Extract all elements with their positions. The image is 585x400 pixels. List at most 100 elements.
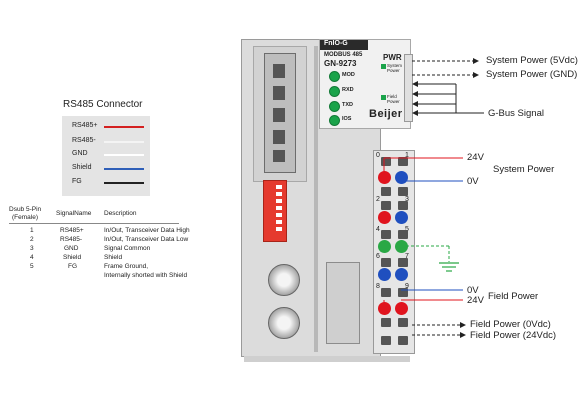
terminal-slot[interactable] [398, 230, 408, 239]
dsub-slot [273, 64, 285, 78]
terminal-slot[interactable] [381, 258, 391, 267]
table-cell-pin: 1 [30, 227, 34, 234]
terminal-number: 0 [376, 152, 380, 159]
terminal-slot[interactable] [381, 318, 391, 327]
label-system-power-gnd: System Power (GND) [486, 69, 578, 80]
dip-switch-lever[interactable] [276, 199, 282, 203]
terminal-number: 7 [405, 253, 409, 260]
module-label: FnIO-G MODBUS 485 GN-9273 PWR System Pow… [319, 39, 411, 129]
terminal-dot-blue [395, 211, 408, 224]
rotary-switch-lower[interactable] [268, 307, 300, 339]
beijer-logo: Beijer [369, 108, 403, 120]
terminal-number: 4 [376, 226, 380, 233]
legend-line-gnd [104, 154, 144, 156]
table-cell-signal: Shield [63, 254, 82, 261]
terminal-number: 8 [376, 283, 380, 290]
table-cell-desc: In/Out, Transceiver Data High [104, 227, 190, 234]
table-cell-pin: 5 [30, 263, 34, 270]
dip-switch-lever[interactable] [276, 192, 282, 196]
terminal-block [373, 150, 415, 354]
led-label-ios: IOS [342, 116, 352, 122]
label-field-power: Field Power [488, 291, 539, 302]
terminal-slot[interactable] [398, 258, 408, 267]
dip-switch-lever[interactable] [276, 220, 282, 224]
terminal-slot[interactable] [381, 230, 391, 239]
terminal-dot-red [395, 302, 408, 315]
model-line2: GN-9273 [324, 59, 357, 68]
terminal-slot[interactable] [381, 157, 391, 166]
led-label-rxd: RXD [342, 87, 354, 93]
label-0v-system: 0V [467, 176, 479, 187]
terminal-dot-green [395, 240, 408, 253]
center-column [314, 46, 318, 352]
led-label-txd: TXD [342, 102, 353, 108]
label-gbus: G-Bus Signal [488, 108, 544, 119]
terminal-slot[interactable] [381, 288, 391, 297]
dip-switch-lever[interactable] [276, 213, 282, 217]
terminal-number: 2 [376, 196, 380, 203]
legend-label-rs485-plus: RS485+ [72, 122, 98, 129]
dsub-slot [273, 150, 285, 162]
legend-line-rs485-minus [104, 141, 144, 143]
dsub-slot [273, 130, 285, 144]
dip-switch[interactable] [263, 180, 287, 242]
table-cell-signal: RS485+ [60, 227, 84, 234]
terminal-slot[interactable] [398, 318, 408, 327]
terminal-dot-red [378, 302, 391, 315]
terminal-number: 9 [405, 283, 409, 290]
label-0v-field: 0V [467, 285, 479, 296]
terminal-dot-red [378, 211, 391, 224]
led-txd [329, 101, 340, 112]
label-24v-system: 24V [467, 152, 484, 163]
table-cell-desc: In/Out, Transceiver Data Low [104, 236, 189, 243]
model-line1: MODBUS 485 [324, 52, 363, 58]
terminal-slot[interactable] [381, 201, 391, 210]
brand-badge [320, 40, 368, 50]
module-shadow-bottom [244, 356, 410, 362]
legend-line-fg [104, 182, 144, 184]
table-cell-desc-extra: Internally shorted with Shield [104, 272, 188, 279]
table-cell-signal: GND [64, 245, 79, 252]
table-divider [9, 223, 179, 224]
table-header-description: Description [104, 210, 137, 217]
table-cell-desc: Shield [104, 254, 123, 261]
table-header-signal: SignalName [56, 210, 92, 217]
label-system-power-5v: System Power (5Vdc) [486, 55, 578, 66]
terminal-dot-blue [395, 268, 408, 281]
terminal-dot-red [378, 171, 391, 184]
terminal-slot[interactable] [398, 157, 408, 166]
table-cell-pin: 2 [30, 236, 34, 243]
dip-switch-lever[interactable] [276, 206, 282, 210]
terminal-slot[interactable] [381, 336, 391, 345]
release-latch[interactable] [326, 262, 360, 344]
terminal-number: 6 [376, 253, 380, 260]
gbus-contacts [404, 54, 413, 122]
field-power-led-label: Field Power [387, 94, 400, 104]
terminal-slot[interactable] [398, 288, 408, 297]
terminal-slot[interactable] [398, 201, 408, 210]
table-cell-desc: Frame Ground, [104, 263, 149, 270]
dip-switch-lever[interactable] [276, 185, 282, 189]
dsub-slot [273, 108, 285, 122]
terminal-dot-blue [378, 268, 391, 281]
terminal-slot[interactable] [381, 187, 391, 196]
dip-switch-lever[interactable] [276, 227, 282, 231]
legend-box: RS485+ RS485- GND Shield FG [62, 116, 150, 196]
legend-label-shield: Shield [72, 164, 92, 171]
field-power-led [381, 95, 386, 100]
legend-label-fg: FG [72, 178, 82, 185]
system-power-led [381, 64, 386, 69]
terminal-number: 1 [405, 152, 409, 159]
led-mod [329, 71, 340, 82]
rotary-switch-upper[interactable] [268, 264, 300, 296]
pwr-label: PWR [383, 53, 402, 62]
table-cell-pin: 3 [30, 245, 34, 252]
label-system-power: System Power [493, 164, 555, 175]
led-ios [329, 115, 340, 126]
terminal-slot[interactable] [398, 187, 408, 196]
system-power-led-label: System Power [387, 63, 403, 73]
led-rxd [329, 86, 340, 97]
terminal-slot[interactable] [398, 336, 408, 345]
label-field-power-24v: Field Power (24Vdc) [470, 330, 557, 341]
